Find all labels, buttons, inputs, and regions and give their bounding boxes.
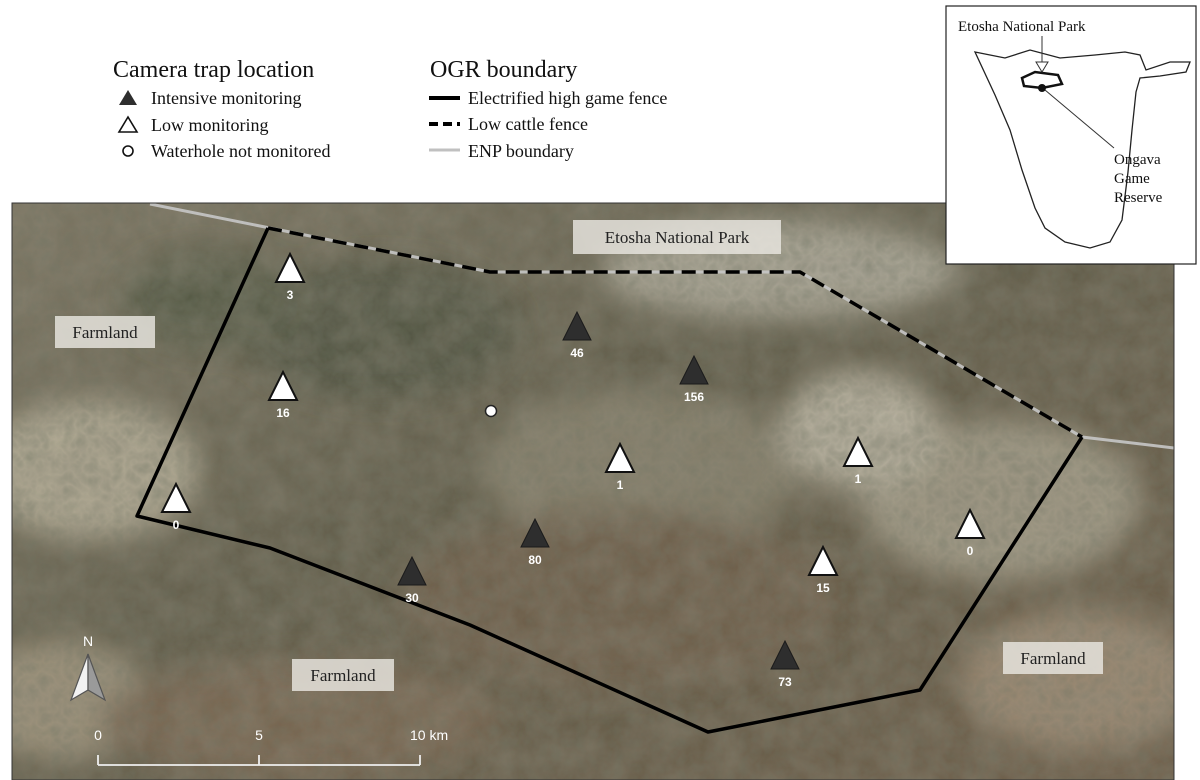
camera-trap-intensive: 80 bbox=[520, 517, 550, 567]
trap-count-label: 15 bbox=[816, 581, 830, 595]
trap-count-label: 156 bbox=[684, 390, 704, 404]
scale-bar: 0 5 10 km bbox=[94, 727, 448, 766]
svg-text:Etosha National Park: Etosha National Park bbox=[605, 228, 750, 247]
scale-tick-10: 10 km bbox=[410, 727, 448, 743]
trap-count-label: 0 bbox=[173, 518, 180, 532]
legend: Camera trap location Intensive monitorin… bbox=[113, 57, 667, 161]
label-farmland-west: Farmland bbox=[55, 316, 155, 348]
camera-trap-low: 3 bbox=[274, 251, 306, 302]
legend-cattle: Low cattle fence bbox=[468, 114, 588, 134]
cattle-fence-line bbox=[267, 226, 1083, 439]
low-marker-icon bbox=[274, 251, 306, 283]
camera-trap-low: 16 bbox=[267, 369, 299, 420]
legend-intensive: Intensive monitoring bbox=[151, 88, 301, 108]
label-farmland-south: Farmland bbox=[292, 659, 394, 691]
camera-trap-low: 15 bbox=[807, 544, 839, 595]
low-marker-icon bbox=[842, 435, 874, 467]
intensive-marker-icon bbox=[520, 517, 550, 548]
label-farmland-east: Farmland bbox=[1003, 642, 1103, 674]
intensive-marker-icon bbox=[770, 639, 800, 670]
trap-count-label: 80 bbox=[528, 553, 542, 567]
low-marker-icon bbox=[160, 481, 192, 513]
low-marker-icon bbox=[604, 441, 636, 473]
svg-text:Farmland: Farmland bbox=[310, 666, 376, 685]
legend-trap-title: Camera trap location bbox=[113, 57, 314, 83]
camera-trap-low: 0 bbox=[160, 481, 192, 532]
waterhole-marker bbox=[484, 404, 498, 418]
intensive-marker-icon bbox=[397, 555, 427, 586]
low-marker-icon bbox=[954, 507, 986, 539]
legend-enp: ENP boundary bbox=[468, 141, 574, 161]
legend-boundary-title: OGR boundary bbox=[430, 57, 577, 83]
legend-waterhole: Waterhole not monitored bbox=[151, 141, 331, 161]
camera-trap-low: 1 bbox=[842, 435, 874, 486]
intensive-marker-icon bbox=[679, 354, 709, 385]
svg-text:N: N bbox=[83, 633, 93, 649]
inset-label-ongava: Ongava Game Reserve bbox=[1114, 152, 1164, 206]
camera-traps-layer: 3 46 156 16 1 1 0 0 80 30 15 73 bbox=[160, 251, 986, 689]
camera-trap-intensive: 156 bbox=[679, 354, 709, 404]
camera-trap-low: 1 bbox=[604, 441, 636, 492]
etosha-outline-icon bbox=[1020, 70, 1064, 90]
camera-trap-low: 0 bbox=[954, 507, 986, 558]
intensive-marker-icon bbox=[119, 90, 137, 105]
legend-low: Low monitoring bbox=[151, 115, 269, 135]
trap-count-label: 1 bbox=[855, 472, 862, 486]
low-marker-icon bbox=[807, 544, 839, 576]
intensive-marker-icon bbox=[562, 310, 592, 341]
scale-tick-0: 0 bbox=[94, 727, 102, 743]
trap-count-label: 16 bbox=[276, 406, 290, 420]
legend-electrified: Electrified high game fence bbox=[468, 88, 667, 108]
low-marker-icon bbox=[117, 115, 139, 133]
low-marker-icon bbox=[267, 369, 299, 401]
electrified-fence-line bbox=[135, 227, 1084, 734]
camera-trap-intensive: 46 bbox=[562, 310, 592, 360]
svg-text:Farmland: Farmland bbox=[1020, 649, 1086, 668]
camera-trap-intensive: 73 bbox=[770, 639, 800, 689]
scale-tick-5: 5 bbox=[255, 727, 263, 743]
namibia-outline-icon bbox=[973, 49, 1191, 249]
inset-map: Etosha National Park Ongava Game Reserve bbox=[945, 5, 1197, 265]
camera-trap-intensive: 30 bbox=[397, 555, 427, 605]
trap-count-label: 73 bbox=[778, 675, 792, 689]
trap-count-label: 30 bbox=[405, 591, 419, 605]
north-arrow: N bbox=[69, 633, 107, 702]
label-etosha: Etosha National Park bbox=[573, 220, 781, 254]
terrain-imagery bbox=[12, 203, 1174, 780]
trap-count-label: 3 bbox=[287, 288, 294, 302]
trap-count-label: 1 bbox=[617, 478, 624, 492]
svg-text:Farmland: Farmland bbox=[72, 323, 138, 342]
trap-count-label: 0 bbox=[967, 544, 974, 558]
trap-count-label: 46 bbox=[570, 346, 584, 360]
inset-label-etosha: Etosha National Park bbox=[958, 19, 1086, 35]
waterhole-icon bbox=[122, 145, 134, 157]
